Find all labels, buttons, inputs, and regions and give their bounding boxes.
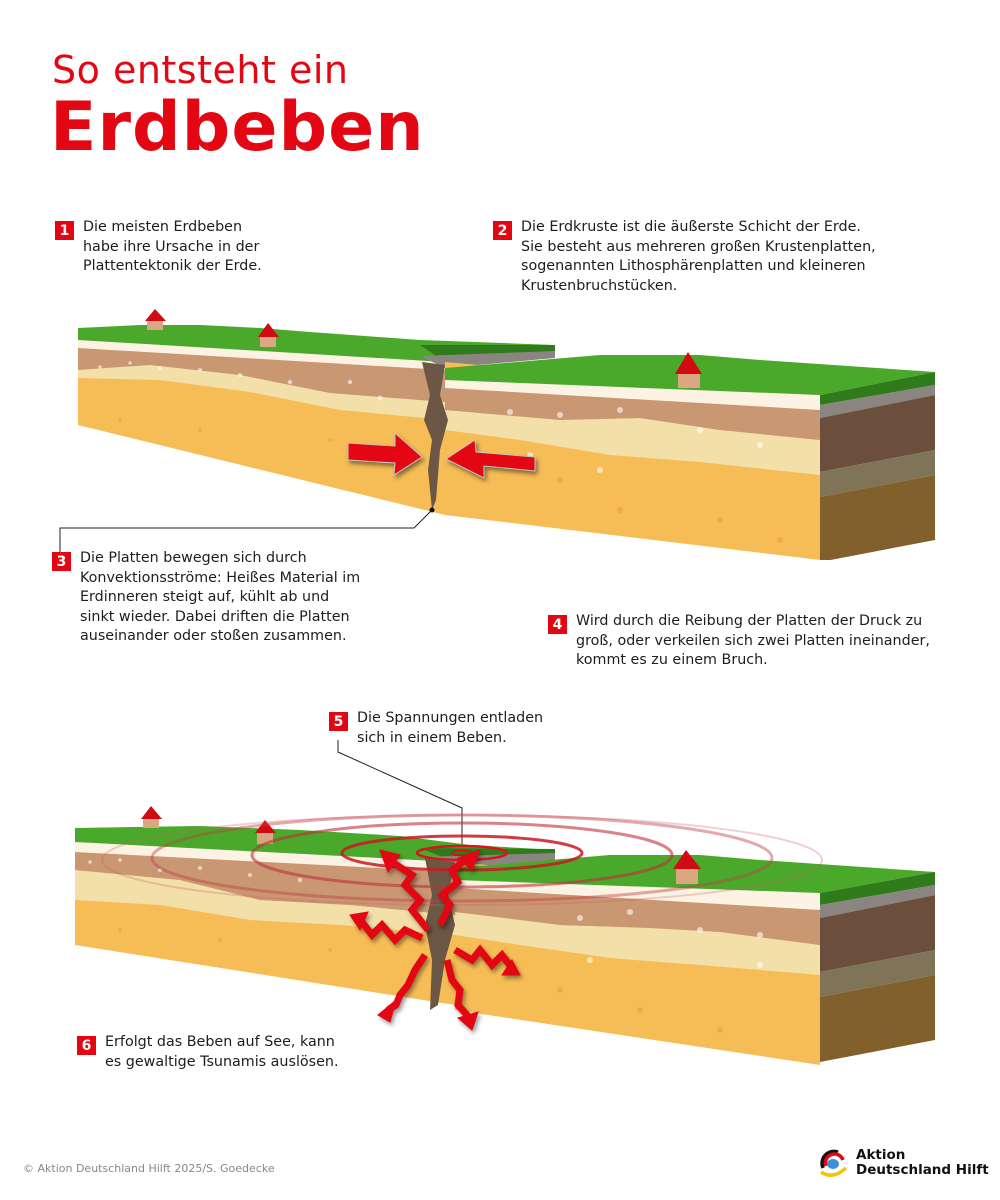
logo-text: Aktion Deutschland Hilft — [856, 1148, 989, 1178]
title-line-1: So entsteht ein — [52, 48, 349, 92]
earthquake-release-diagram — [75, 740, 935, 1065]
logo-line-1: Aktion — [856, 1147, 906, 1163]
soil-layer — [78, 340, 445, 402]
logo-line-2: Deutschland Hilft — [856, 1162, 989, 1178]
step-number-badge: 3 — [52, 552, 71, 571]
step-text: Erfolgt das Beben auf See, kann es gewal… — [105, 1034, 339, 1070]
house-icon — [145, 309, 166, 330]
step-number-badge: 2 — [493, 221, 512, 240]
step-5: 5 Die Spannungen entladen sich in einem … — [329, 709, 543, 748]
arrow-right-icon — [347, 431, 423, 476]
step-number-badge: 6 — [77, 1036, 96, 1055]
seismic-rings — [101, 813, 823, 906]
step-text: Die Spannungen entladen sich in einem Be… — [357, 710, 544, 746]
step-text: Die Platten bewegen sich durch Konvektio… — [80, 550, 361, 644]
step-6: 6 Erfolgt das Beben auf See, kann es gew… — [77, 1033, 339, 1072]
zigzag-arrow-icon — [453, 944, 515, 971]
page-title: Erdbeben — [50, 88, 425, 167]
step-number-badge: 5 — [329, 712, 348, 731]
step-number-badge: 1 — [55, 221, 74, 240]
copyright-notice: © Aktion Deutschland Hilft 2025/S. Goede… — [23, 1162, 275, 1175]
house-icon — [258, 323, 279, 347]
house-icon — [673, 850, 701, 884]
zigzag-arrow-icon — [359, 919, 424, 946]
step-3: 3 Die Platten bewegen sich durch Konvekt… — [52, 549, 360, 647]
fault-crack — [422, 362, 448, 510]
tectonic-plates-diagram — [59, 309, 935, 560]
step-1: 1 Die meisten Erdbeben habe ihre Ursache… — [55, 218, 262, 277]
step-4: 4 Wird durch die Reibung der Platten der… — [548, 612, 930, 671]
house-icon — [675, 352, 702, 388]
step-text: Wird durch die Reibung der Platten der D… — [576, 613, 930, 668]
step-2: 2 Die Erdkruste ist die äußerste Schicht… — [493, 218, 876, 296]
brand-logo: Aktion Deutschland Hilft — [818, 1146, 989, 1180]
shock-arrows — [349, 849, 521, 1031]
zigzag-arrow-icon — [390, 859, 431, 933]
zigzag-arrow-icon — [436, 855, 471, 927]
step-text: Die meisten Erdbeben habe ihre Ursache i… — [83, 219, 262, 274]
step-text: Die Erdkruste ist die äußerste Schicht d… — [521, 219, 876, 294]
step-number-badge: 4 — [548, 615, 567, 634]
house-icon — [141, 806, 162, 828]
arrow-left-icon — [444, 439, 536, 479]
aktion-deutschland-hilft-logo-icon — [820, 1149, 848, 1177]
